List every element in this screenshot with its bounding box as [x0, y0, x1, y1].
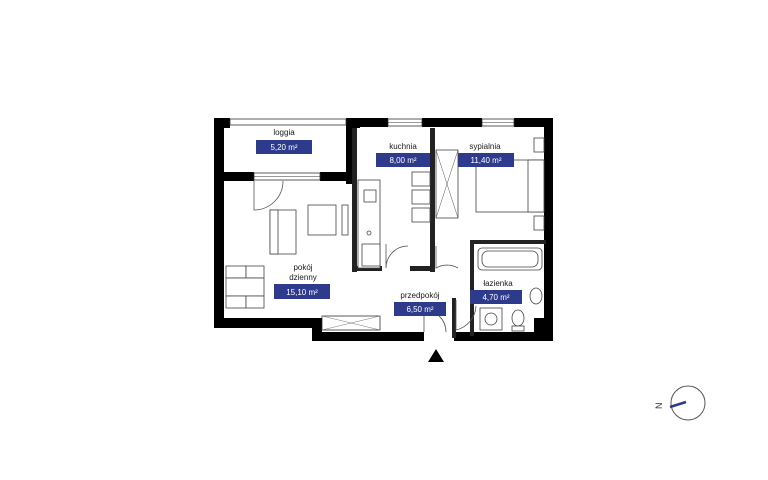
compass-circle-icon — [670, 385, 706, 421]
bathroom-name: łazienka — [483, 279, 513, 288]
room-hall: przedpokój 6,50 m² — [394, 291, 446, 316]
room-kitchen: kuchnia 8,00 m² — [376, 142, 430, 167]
compass-needle-icon — [669, 400, 687, 409]
kitchen-name: kuchnia — [389, 142, 417, 151]
hall-name: przedpokój — [400, 291, 439, 300]
compass: N — [654, 385, 706, 421]
exterior-walls — [214, 118, 553, 341]
room-loggia: loggia 5,20 m² — [256, 128, 312, 154]
interior-walls — [352, 128, 546, 338]
hall-area: 6,50 m² — [406, 305, 433, 314]
room-bathroom: łazienka 4,70 m² — [470, 279, 522, 304]
loggia-name: loggia — [273, 128, 295, 137]
entrance-arrow-icon — [428, 349, 444, 362]
bathroom-area: 4,70 m² — [482, 293, 509, 302]
living-name-line2: dzienny — [289, 273, 317, 282]
compass-letter: N — [654, 403, 664, 410]
living-name-line1: pokój — [293, 263, 312, 272]
furniture — [225, 137, 545, 334]
windows — [229, 118, 515, 331]
living-area: 15,10 m² — [286, 288, 318, 297]
bedroom-name: sypialnia — [469, 142, 501, 151]
room-bedroom: sypialnia 11,40 m² — [458, 142, 514, 167]
kitchen-area: 8,00 m² — [389, 156, 416, 165]
bedroom-area: 11,40 m² — [471, 156, 502, 165]
loggia-area: 5,20 m² — [270, 143, 297, 152]
room-living: pokój dzienny 15,10 m² — [274, 263, 330, 299]
